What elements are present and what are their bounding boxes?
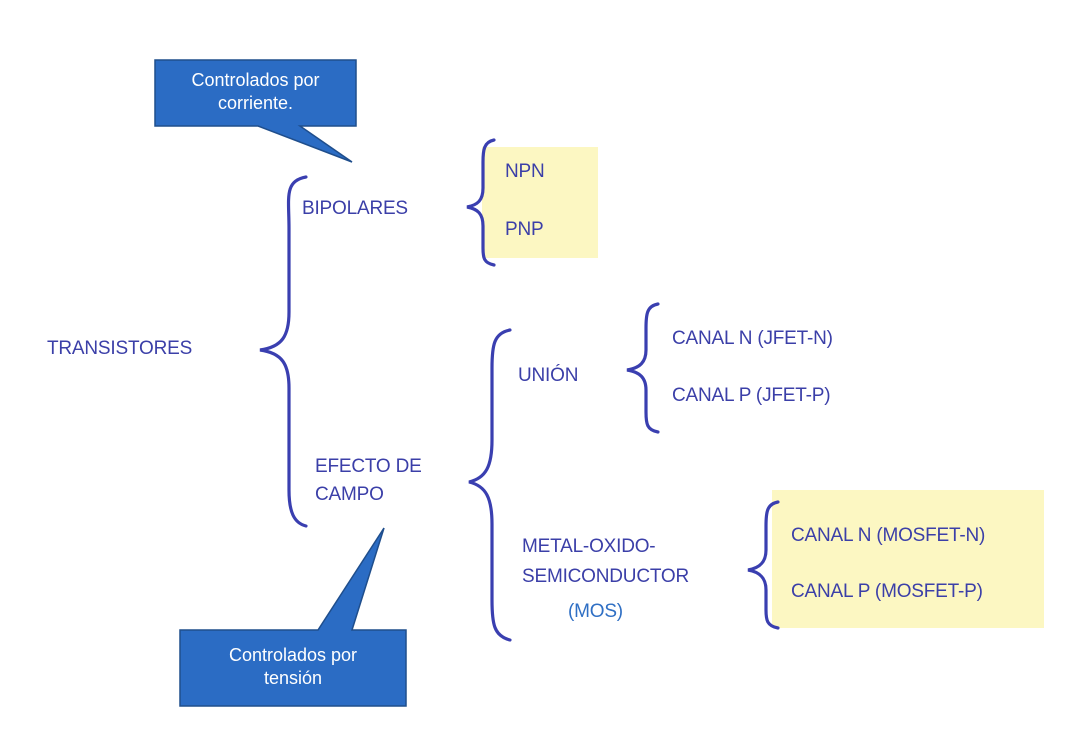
union-label: UNIÓN [518,365,579,386]
field-effect-label-line1: EFECTO DE [315,456,422,477]
brace-mos [747,500,780,630]
mosfet-types-highlight [772,490,1044,628]
union-channel-n: CANAL N (JFET-N) [672,328,833,349]
brace-bipolares [466,138,496,267]
bipolar-label: BIPOLARES [302,198,408,219]
callout-voltage-shape [179,527,407,707]
root-label: TRANSISTORES [47,338,193,359]
mos-label-line1: METAL-OXIDO- [522,536,656,557]
callout-current-text: Controlados por corriente. [155,69,356,114]
brace-union [626,302,660,434]
callout-current-line1: Controlados por [191,70,320,90]
mos-channel-n: CANAL N (MOSFET-N) [791,525,986,546]
callout-current-line2: corriente. [217,92,294,113]
callout-voltage-text: Controlados por tensión [180,644,406,689]
mos-channel-p: CANAL P (MOSFET-P) [791,581,983,602]
callout-voltage-line1: Controlados por [228,645,358,665]
callout-voltage-line2: tensión [263,667,323,688]
brace-transistores [259,175,308,528]
bipolar-npn: NPN [505,161,545,182]
bipolar-pnp: PNP [505,219,544,240]
brace-efecto-campo [468,328,512,642]
union-channel-p: CANAL P (JFET-P) [672,385,831,406]
mos-abbreviation: (MOS) [568,601,623,622]
callout-current-shape [154,59,357,163]
field-effect-label-line2: CAMPO [315,484,384,505]
bipolar-types-highlight [482,147,598,258]
mos-label-line2: SEMICONDUCTOR [522,566,689,587]
